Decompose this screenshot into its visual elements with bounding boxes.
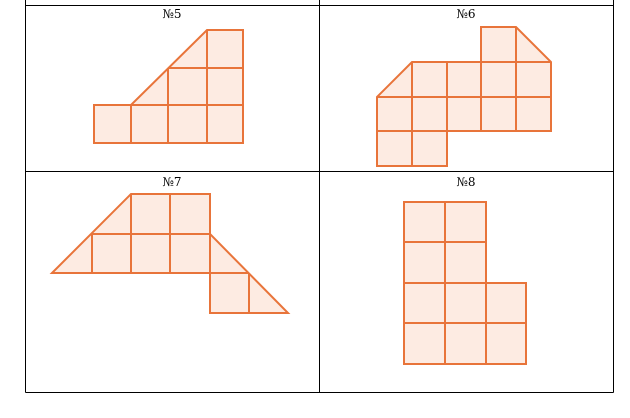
figure-8 xyxy=(403,201,527,365)
figure-5 xyxy=(93,29,244,144)
figure-5-grid xyxy=(130,30,243,143)
figure-6 xyxy=(376,26,552,167)
panel-5-label: №5 xyxy=(163,7,182,21)
panel-8-label: №8 xyxy=(457,175,476,189)
panel-6-label: №6 xyxy=(457,7,476,21)
figure-7-grid xyxy=(52,194,250,313)
figure-8-grid xyxy=(404,202,526,364)
figure-7 xyxy=(49,193,291,314)
figure-6-grid xyxy=(377,27,551,166)
panel-7-label: №7 xyxy=(163,175,182,189)
table-frame xyxy=(25,0,614,393)
